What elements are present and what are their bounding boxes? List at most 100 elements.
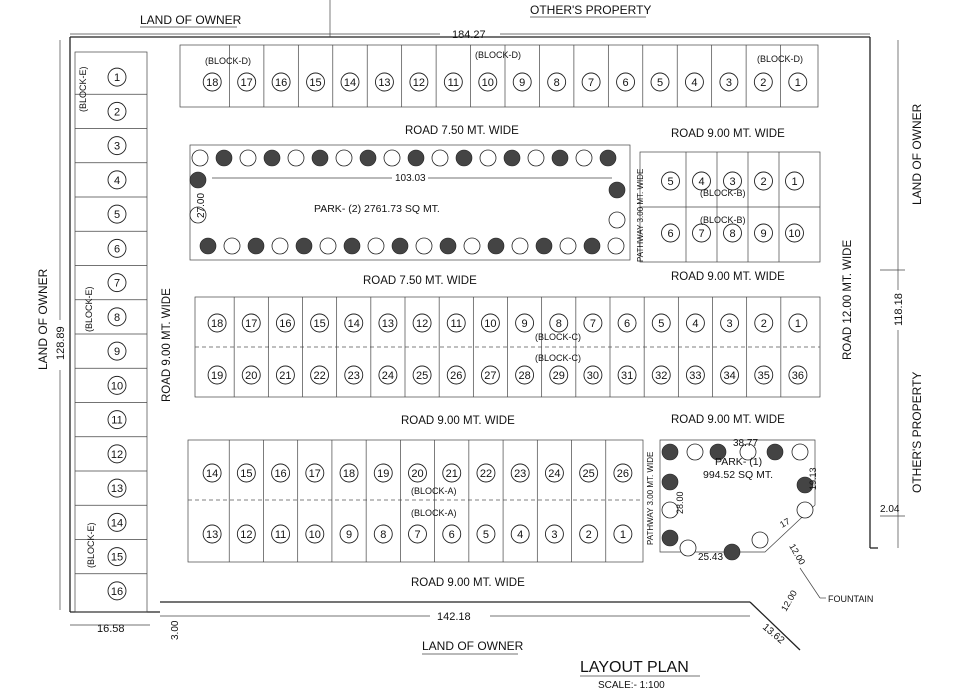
tree-symbol [679,539,697,557]
plot-number: 18 [343,468,355,480]
tree-symbol [608,181,626,199]
plot-number: 4 [114,175,120,187]
plot-number: 2 [760,77,766,89]
tree-symbol [559,237,577,255]
tree-symbol [191,149,209,167]
tree-symbol [535,237,553,255]
tree-symbol [599,149,617,167]
pathway-lower-label: PATHWAY 3.00 MT. WIDE [646,452,655,545]
plot-marker [442,463,462,483]
road-f-label: ROAD 9.00 MT. WIDE [671,414,785,426]
dim-park1-left: 28.00 [675,491,685,514]
plot-marker [236,463,256,483]
park-2-frame [189,144,631,261]
right-owner-label: LAND OF OWNER [910,103,924,205]
plot-number: 12 [111,449,123,461]
tree-symbol [511,237,529,255]
plot-marker [107,204,127,224]
plot-marker [753,72,773,92]
park-1-name: PARK- (1) [715,456,762,468]
plot-number: 16 [274,468,286,480]
plot-marker [579,524,599,544]
block-b-label-2: (BLOCK-B) [700,215,746,225]
plot-marker [785,171,804,191]
plot-number: 7 [698,228,704,240]
plot-marker [549,365,569,385]
plot-number: 1 [114,72,120,84]
plot-marker [788,72,808,92]
tree-symbol [766,443,784,461]
left-owner-label: LAND OF OWNER [36,268,50,370]
plot-number: 2 [586,529,592,541]
plot-number: 25 [416,370,428,382]
plot-number: 24 [382,370,394,382]
tree-symbol [239,149,257,167]
plot-marker [544,463,564,483]
plot-number: 3 [551,529,557,541]
block-a-label: (BLOCK-A) [411,486,457,496]
plot-number: 11 [275,529,286,541]
plot-number: 1 [620,529,626,541]
plot-marker [650,72,670,92]
plot-marker [651,313,671,333]
plot-number: 4 [691,77,697,89]
plot-marker [442,524,462,544]
block-a-frame [187,439,644,563]
tree-symbol [367,237,385,255]
pathway-upper-label: PATHWAY 3.00 MT. WIDE [636,169,645,262]
tree-symbol [391,237,409,255]
plot-marker [344,365,364,385]
plot-number: 16 [111,586,123,598]
plot-number: 17 [245,318,257,330]
tree-symbol [223,237,241,255]
plot-marker [754,171,773,191]
plot-marker [723,171,742,191]
road-right-label: ROAD 12.00 MT. WIDE [842,240,854,360]
plot-number: 14 [344,77,356,89]
plot-marker [480,313,500,333]
plot-marker [107,273,127,293]
plot-marker [107,410,127,430]
plot-marker [692,171,711,191]
plot-marker [661,171,680,191]
plot-number: 3 [114,141,120,153]
plot-marker [275,365,295,385]
plot-marker [754,223,773,243]
plot-number: 22 [480,468,492,480]
plot-marker [684,72,704,92]
plot-marker [236,524,256,544]
plot-marker [412,313,432,333]
plot-marker [275,313,295,333]
block-e-label-2: (BLOCK-E) [84,286,94,332]
block-c-label: (BLOCK-C) [535,332,581,342]
tree-layer [189,149,814,561]
plot-number: 11 [451,318,462,330]
plot-marker [408,463,427,483]
dim-left-bottom: 16.58 [97,623,125,635]
plot-number: 8 [554,77,560,89]
plot-number: 11 [111,415,122,427]
bottom-owner-label: LAND OF OWNER [422,639,524,653]
dim-diag-1: 12.00 [787,542,807,567]
road-a-label: ROAD 7.50 MT. WIDE [405,125,519,137]
plot-number: 6 [622,77,628,89]
tree-symbol [439,237,457,255]
plot-number: 19 [377,468,389,480]
plot-number: 28 [518,370,530,382]
road-left-label: ROAD 9.00 MT. WIDE [161,288,173,402]
tree-symbol [431,149,449,167]
plot-number: 16 [279,318,291,330]
block-e-label: (BLOCK-E) [78,66,88,112]
plot-number: 14 [348,318,360,330]
plot-number: 26 [450,370,462,382]
plot-marker [271,72,291,92]
plot-marker [310,365,330,385]
plot-number: 1 [795,318,801,330]
plot-number: 9 [522,318,528,330]
plot-number: 24 [548,468,560,480]
plot-number: 14 [206,468,218,480]
plot-number: 8 [729,228,735,240]
plot-number: 10 [111,380,123,392]
plot-number: 21 [446,468,458,480]
